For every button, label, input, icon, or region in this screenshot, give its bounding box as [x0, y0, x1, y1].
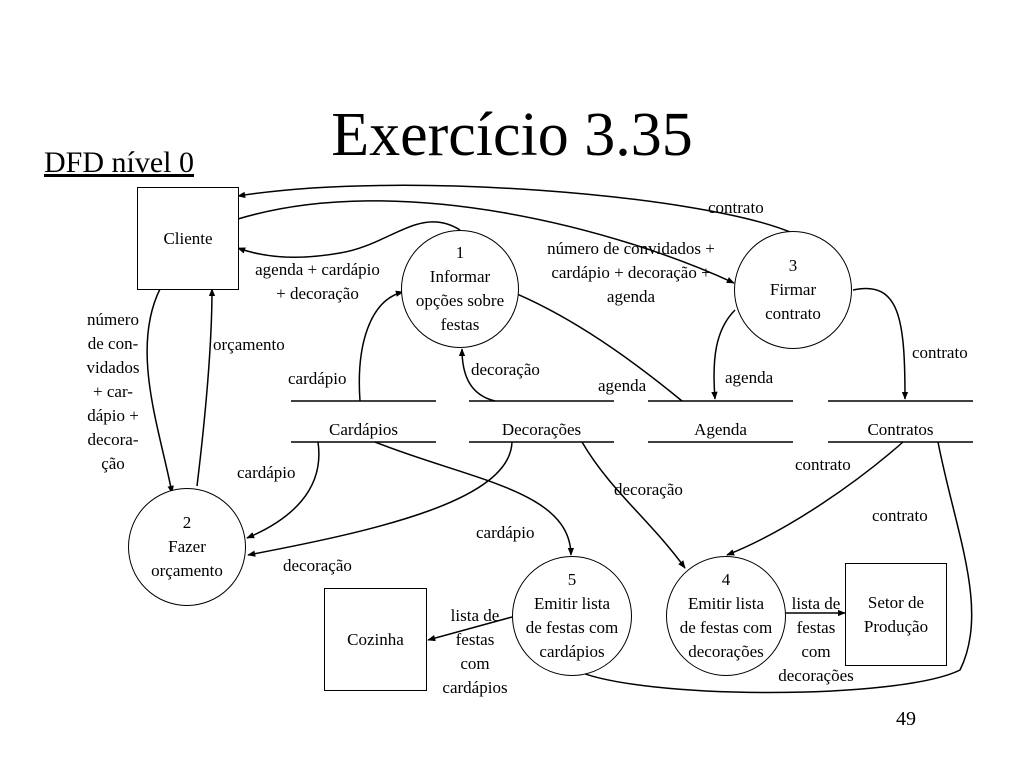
label-decoracao-p4: decoração	[614, 480, 683, 499]
flow-contratos-to-p4	[726, 441, 904, 556]
label-decoracao-p2: decoração	[283, 556, 352, 575]
entity-setor-line-2: Produção	[863, 616, 929, 636]
label-numero-line-2: de con-	[87, 334, 139, 353]
process-4-line-3: decorações	[688, 642, 764, 661]
label-lista-setor-line-2: festas	[796, 618, 836, 637]
process-1-line-2: opções sobre	[415, 291, 505, 310]
process-1: 1 Informar opções sobre festas	[401, 230, 519, 348]
label-num-convidados-line-3: agenda	[606, 287, 656, 306]
label-num-convidados-line-2: cardápio + decoração +	[551, 263, 711, 282]
flow-p5-to-cozinha	[427, 616, 513, 642]
label-lista-setor-line-1: lista de	[791, 594, 841, 613]
store-contratos: Contratos	[867, 420, 934, 439]
store-cardapios: Cardápios	[329, 420, 398, 439]
flow-cardapios-to-p5	[374, 441, 575, 556]
label-lista-cozinha-line-4: cardápios	[442, 678, 508, 697]
process-4-line-2: de festas com	[679, 618, 773, 637]
label-lista-setor: lista de festas com decorações	[768, 592, 864, 688]
label-agenda-cardapio-line-1: agenda + cardápio	[255, 260, 380, 279]
process-3-line-2: contrato	[765, 304, 821, 323]
label-lista-cozinha-line-2: festas	[455, 630, 495, 649]
process-5-number: 5	[567, 570, 577, 589]
label-numero-line-1: número	[87, 310, 139, 329]
process-4: 4 Emitir lista de festas com decorações	[666, 556, 786, 676]
label-numero-line-3: vidados	[86, 358, 140, 377]
label-num-convidados-line-1: número de convidados +	[547, 239, 715, 258]
process-3: 3 Firmar contrato	[734, 231, 852, 349]
page-number: 49	[896, 708, 916, 730]
label-numero-line-7: ção	[101, 454, 125, 473]
slide-title: Exercício 3.35	[331, 101, 693, 169]
label-cardapio-p1: cardápio	[288, 369, 347, 388]
process-2-number: 2	[182, 513, 192, 532]
flow-decoracoes-to-p1	[458, 348, 496, 402]
flow-contrato-to-cliente	[237, 184, 791, 233]
entity-cozinha-label: Cozinha	[347, 629, 404, 649]
label-contrato-p3: contrato	[912, 343, 968, 362]
process-5-line-2: de festas com	[525, 618, 619, 637]
flow-cliente-to-p2	[146, 288, 174, 494]
label-lista-setor-line-4: decorações	[778, 666, 854, 685]
process-5-line-3: cardápios	[539, 642, 605, 661]
label-numero-convidados-left: número de con- vidados + car- dápio + de…	[76, 308, 150, 476]
label-agenda-p1: agenda	[598, 376, 647, 395]
label-numero-line-6: decora-	[87, 430, 139, 449]
diagram-subtitle: DFD nível 0	[44, 146, 194, 179]
flow-p3-to-agenda	[711, 309, 736, 400]
flow-cardapios-to-p1	[358, 290, 404, 402]
entity-setor-line-1: Setor de	[867, 592, 925, 612]
process-5-line-1: Emitir lista	[533, 594, 611, 613]
flow-contratos-to-p5	[574, 441, 973, 694]
label-decoracao-p1: decoração	[471, 360, 540, 379]
label-lista-cozinha-line-1: lista de	[450, 606, 500, 625]
label-cardapio-p5: cardápio	[476, 523, 535, 542]
flow-decoracoes-to-p4	[581, 441, 686, 569]
label-contrato-p4: contrato	[795, 455, 851, 474]
store-agenda: Agenda	[694, 420, 747, 439]
label-contrato-top: contrato	[708, 198, 764, 217]
flow-agenda-to-p1	[499, 286, 683, 402]
flow-p3-to-contratos	[852, 287, 909, 400]
process-2-line-1: Fazer	[168, 537, 206, 556]
label-agenda-cardapio-line-2: + decoração	[276, 284, 359, 303]
flow-p1-to-cliente	[237, 221, 461, 258]
process-1-line-3: festas	[440, 315, 480, 334]
process-2-line-2: orçamento	[151, 561, 223, 580]
label-numero-line-4: + car-	[93, 382, 133, 401]
process-5: 5 Emitir lista de festas com cardápios	[512, 556, 632, 676]
label-lista-setor-line-3: com	[801, 642, 831, 661]
process-1-line-1: Informar	[429, 267, 491, 286]
process-3-number: 3	[788, 256, 798, 275]
label-num-convidados: número de convidados + cardápio + decora…	[528, 237, 734, 309]
label-cardapio-p2: cardápio	[237, 463, 296, 482]
label-lista-cozinha-line-3: com	[460, 654, 490, 673]
label-contrato-p5: contrato	[872, 506, 928, 525]
entity-cozinha: Cozinha	[324, 588, 427, 691]
label-orcamento: orçamento	[213, 335, 285, 354]
flow-p2-to-cliente	[196, 288, 216, 487]
entity-setor-producao: Setor de Produção	[845, 563, 947, 666]
process-3-line-1: Firmar	[769, 280, 817, 299]
process-4-line-1: Emitir lista	[687, 594, 765, 613]
label-agenda-cardapio: agenda + cardápio + decoração	[240, 258, 395, 306]
label-lista-cozinha: lista de festas com cardápios	[430, 604, 520, 700]
store-decoracoes: Decorações	[501, 420, 582, 439]
entity-cliente: Cliente	[137, 187, 239, 290]
entity-cliente-label: Cliente	[163, 228, 213, 248]
process-1-number: 1	[455, 243, 465, 262]
process-2: 2 Fazer orçamento	[128, 488, 246, 606]
flow-cardapios-to-p2	[246, 441, 320, 539]
flow-decoracoes-to-p2	[247, 441, 513, 557]
label-agenda-p3: agenda	[725, 368, 774, 387]
flow-cliente-to-p3	[237, 200, 735, 284]
process-4-number: 4	[721, 570, 731, 589]
label-numero-line-5: dápio +	[87, 406, 139, 425]
